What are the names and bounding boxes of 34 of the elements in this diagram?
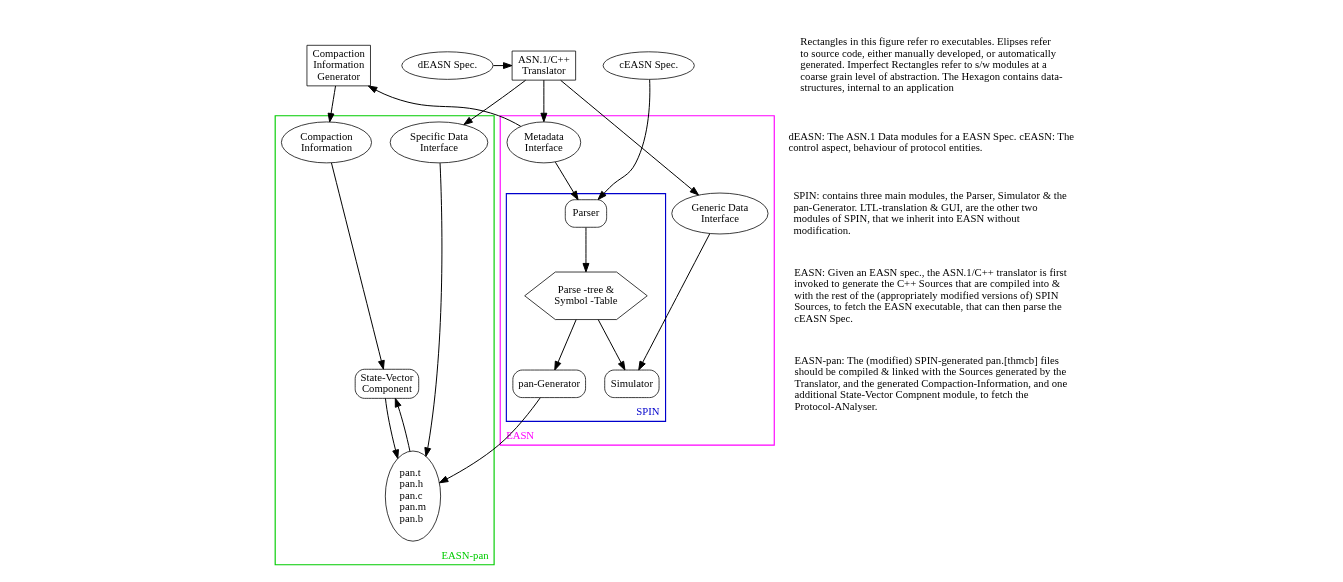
node-ellipse: Specific Data Interface [389, 121, 489, 164]
node-box: pan-Generator [512, 369, 586, 398]
arrow [438, 397, 541, 484]
label: EASN: Given an EASN spec., the ASN.1/C++ translator is first invoked to generate the C++ Sources that are compiled into & with the rest of the (appropriately modified versions of) SPIN Sources, to fetch the EASN executable, that can then parse the cEASN Spec. [794, 265, 1067, 324]
arrow [394, 397, 411, 452]
node-box: ASN.1/C++ Translator [511, 50, 576, 81]
arrow [554, 319, 577, 371]
arrow [597, 319, 626, 371]
arrow [327, 85, 337, 123]
node-ellipse: Generic Data Interface [671, 192, 769, 235]
arrow [424, 162, 443, 457]
label: dEASN: The ASN.1 Data modules for a EASN Spec. cEASN: The control aspect, behaviour of protocol entities. [788, 129, 1075, 153]
arrow [463, 79, 527, 126]
node-ellipse: cEASN Spec. [602, 51, 695, 80]
label: SPIN: contains three main modules, the Parser, Simulator & the pan-Generator. LTL-translation & GUI, are the other two modules of SPIN, that we inherit into EASN without modification. [793, 189, 1067, 236]
node-box: Simulator [604, 369, 660, 398]
arrow [330, 162, 385, 370]
node-box: Compaction Information Generator [306, 44, 371, 87]
arrow [492, 62, 513, 70]
arrow [638, 233, 711, 371]
node-ellipse: Metadata Interface [506, 121, 582, 164]
arrow [554, 161, 579, 201]
node-ellipse: dEASN Spec. [401, 51, 494, 80]
arrow [597, 79, 651, 200]
arrow [367, 85, 522, 127]
node-box: Parser [564, 199, 607, 228]
arrow [540, 79, 548, 123]
node-ellipse: Compaction Information [281, 121, 372, 164]
arrow [582, 227, 590, 273]
label: EASN-pan: The (modified) SPIN-generated pan.[thmcb] files should be compiled & linked with the Sources generated by the Translator, and the generated Compaction-Information, and one additional State-Vector Compnent module, to fetch the Protocol-ANalyser. [794, 353, 1068, 412]
label: Rectangles in this figure refer ro executables. Elipses refer to source code, either manually developed, or automatically generated. Imperfect Rectangles refer to s/w modules at a coarse grain level of abstraction. The Hexagon contains data-structures, internal to an application [800, 35, 1063, 94]
arrow [560, 79, 699, 196]
arrow [384, 397, 399, 459]
node-box: State-Vector Component [354, 368, 420, 399]
